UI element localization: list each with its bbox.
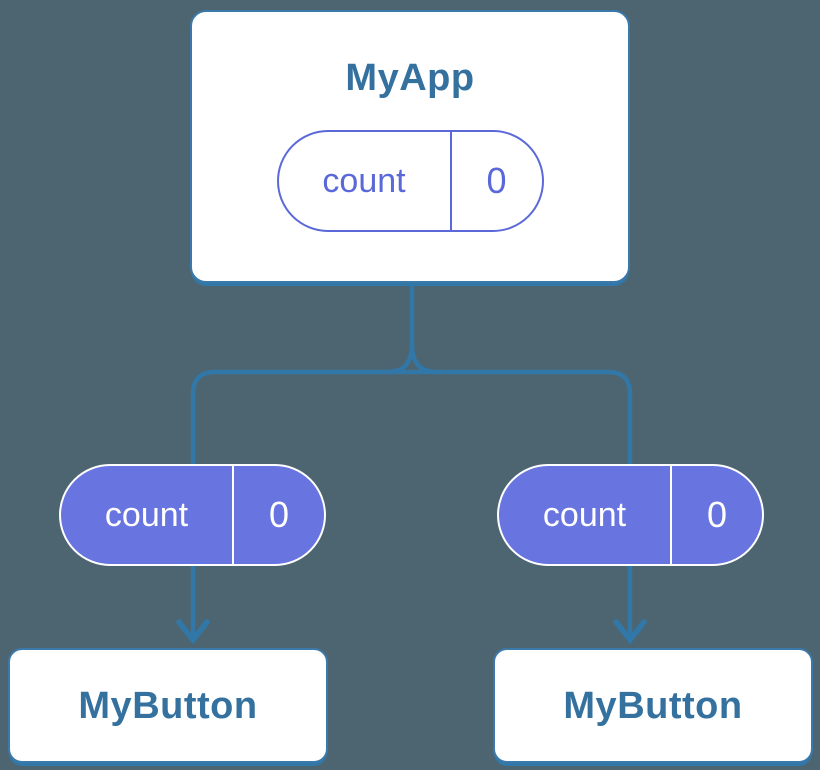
state-value: 0 (670, 466, 762, 564)
state-value: 0 (232, 466, 324, 564)
component-title-mybutton-right: MyButton (563, 684, 743, 727)
component-card-mybutton-right: MyButton (493, 648, 813, 763)
state-pill-mybutton-left: count 0 (59, 464, 326, 566)
component-card-myapp: MyApp count 0 (190, 10, 630, 283)
component-card-mybutton-left: MyButton (8, 648, 328, 763)
state-label: count (322, 161, 406, 200)
arrow-down-icon-right (613, 619, 647, 645)
arrow-down-icon-left (176, 619, 210, 645)
component-title-myapp: MyApp (345, 57, 475, 99)
component-title-mybutton-left: MyButton (78, 684, 258, 727)
branch-rail-connector (190, 369, 633, 472)
branch-split-connector (386, 343, 438, 375)
state-label: count (104, 495, 189, 534)
state-pill-myapp: count 0 (276, 130, 544, 232)
state-label: count (542, 495, 627, 534)
state-pill-mybutton-right: count 0 (497, 464, 764, 566)
state-value: 0 (449, 132, 542, 230)
